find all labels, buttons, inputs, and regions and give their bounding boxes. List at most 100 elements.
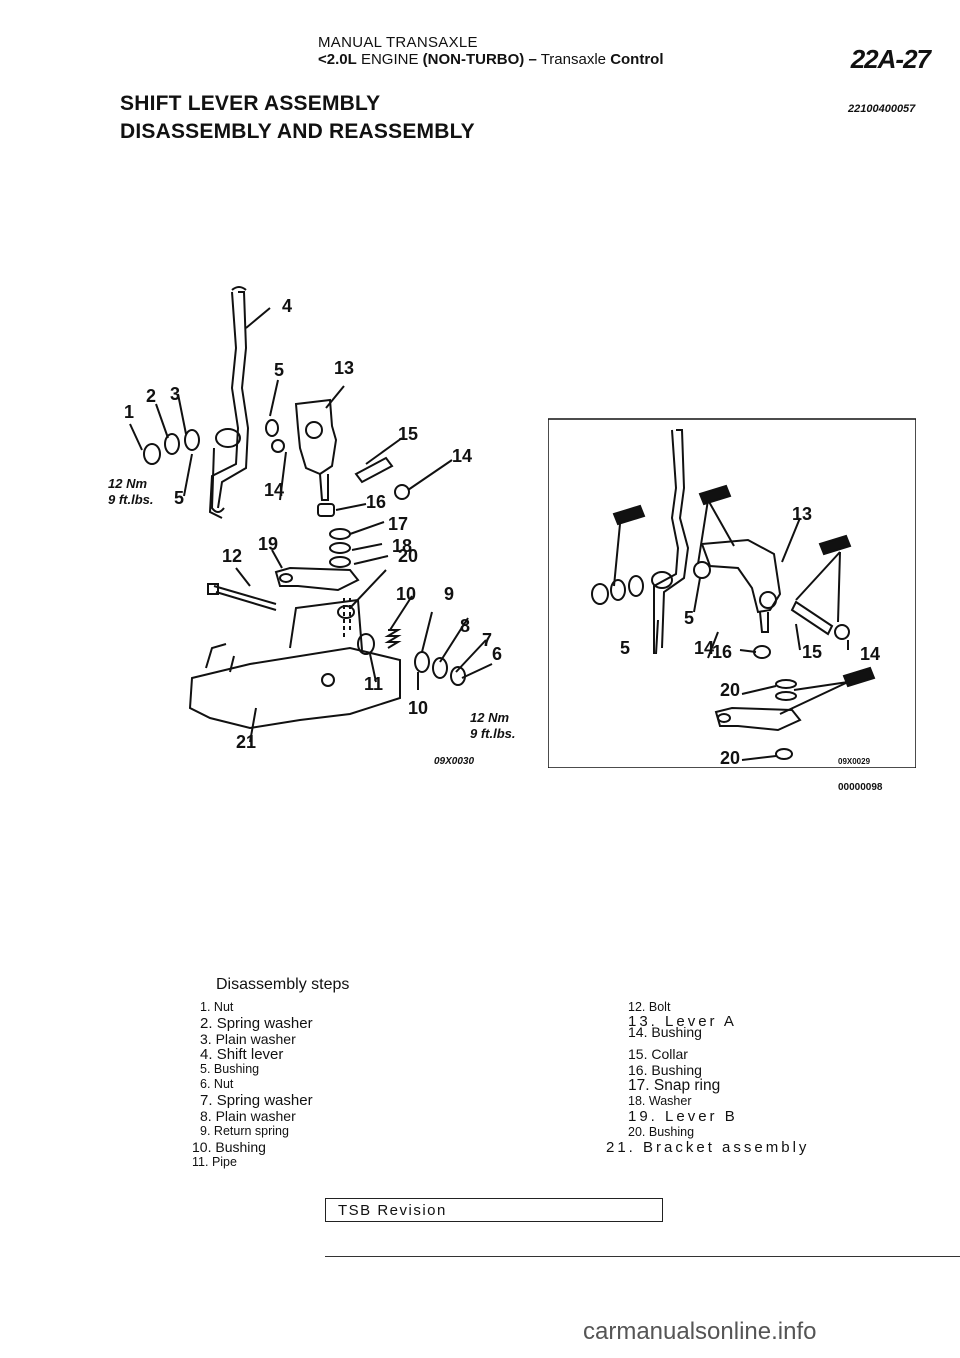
figure-code-left: 09X0030	[434, 756, 474, 767]
callout-14-left: 14	[264, 480, 284, 500]
exploded-diagram: 1 2 3 4 5 5 13 15 14 14 16 17 18 19 12 2…	[108, 286, 516, 767]
step-number: 5.	[200, 1062, 211, 1076]
step-text: Plain washer	[215, 1108, 296, 1124]
callout-4: 4	[282, 296, 292, 316]
page-subtitle: DISASSEMBLY AND REASSEMBLY	[120, 120, 475, 143]
torque-ftlbs-top: 9 ft.lbs.	[108, 492, 154, 507]
step-text: Snap ring	[653, 1077, 721, 1094]
step-text: Bushing	[213, 1062, 260, 1076]
step-number: 9.	[200, 1124, 211, 1138]
step-number: 3.	[200, 1031, 212, 1047]
callout-20: 20	[398, 546, 418, 566]
step-item: 8. Plain washer	[200, 1109, 296, 1123]
step-item: 10. Bushing	[192, 1140, 266, 1154]
step-number: 6.	[200, 1077, 211, 1091]
step-number: 20.	[628, 1125, 646, 1139]
step-number: 14.	[628, 1024, 648, 1040]
callout-12: 12	[222, 546, 242, 566]
step-item: 6. Nut	[200, 1078, 233, 1091]
step-text: Nut	[213, 1077, 234, 1091]
bottom-divider	[325, 1256, 960, 1257]
callout-r-14-right: 14	[860, 644, 880, 664]
step-number: 13.	[628, 1013, 658, 1030]
step-number: 10.	[192, 1139, 212, 1155]
step-number: 18.	[628, 1094, 646, 1108]
callout-21: 21	[236, 732, 256, 752]
step-item: 1. Nut	[200, 1001, 233, 1014]
assembly-diagram: 13 5 5 14 16 15 14 20 20 09X0029	[548, 418, 916, 768]
step-text: Return spring	[213, 1124, 289, 1138]
steps-title: Disassembly steps	[216, 976, 350, 993]
step-number: 1.	[200, 1000, 211, 1014]
section-label: Transaxle	[540, 51, 607, 68]
step-text: Spring washer	[216, 1015, 313, 1032]
step-text: Shift lever	[216, 1046, 284, 1063]
callout-15: 15	[398, 424, 418, 444]
step-number: 15.	[628, 1046, 648, 1062]
page-title: SHIFT LEVER ASSEMBLY	[120, 92, 381, 115]
callout-13: 13	[334, 358, 354, 378]
callout-5-top: 5	[274, 360, 284, 380]
callout-r-16: 16	[712, 642, 732, 662]
callout-r-15: 15	[802, 642, 822, 662]
callout-10-bottom: 10	[408, 698, 428, 718]
section-bold: Control	[610, 51, 664, 68]
step-text: Washer	[648, 1094, 692, 1108]
step-number: 17.	[628, 1077, 650, 1094]
step-number: 4.	[200, 1046, 213, 1063]
step-item: 7. Spring washer	[200, 1093, 313, 1108]
step-item: 19. Lever B	[628, 1109, 738, 1124]
callout-6: 6	[492, 644, 502, 664]
step-text: Bushing	[648, 1125, 695, 1139]
step-item: 16. Bushing	[628, 1063, 702, 1077]
header-subsection: <2.0L ENGINE (NON-TURBO) – Transaxle Con…	[318, 51, 664, 68]
step-item: 21. Bracket assembly	[606, 1140, 809, 1155]
callout-17: 17	[388, 514, 408, 534]
step-item: 17. Snap ring	[628, 1078, 720, 1094]
step-item: 4. Shift lever	[200, 1047, 283, 1062]
callout-19: 19	[258, 534, 278, 554]
step-item: 14. Bushing	[628, 1025, 702, 1039]
step-item: 5. Bushing	[200, 1063, 259, 1076]
step-text: Bushing	[215, 1139, 266, 1155]
callout-18: 18	[392, 536, 412, 556]
callout-11: 11	[364, 674, 383, 694]
engine-type: (NON-TURBO) –	[422, 51, 537, 68]
callout-9: 9	[444, 584, 454, 604]
callout-14-right: 14	[452, 446, 472, 466]
step-number: 2.	[200, 1015, 213, 1032]
step-number: 16.	[628, 1062, 648, 1078]
callout-r-5-left: 5	[620, 638, 630, 658]
step-item: 2. Spring washer	[200, 1016, 313, 1031]
step-number: 12.	[628, 1000, 646, 1014]
step-number: 21.	[606, 1139, 636, 1156]
step-text: Collar	[651, 1046, 688, 1062]
step-text: Nut	[213, 1000, 234, 1014]
figure-code-right: 09X0029	[838, 757, 871, 766]
ref-code: 00000098	[838, 782, 883, 793]
callout-8: 8	[460, 616, 470, 636]
step-item: 12. Bolt	[628, 1001, 670, 1014]
step-item: 3. Plain washer	[200, 1032, 296, 1046]
step-item: 9. Return spring	[200, 1125, 289, 1138]
torque-ftlbs-bottom: 9 ft.lbs.	[470, 726, 516, 741]
step-text: Pipe	[211, 1155, 237, 1169]
step-number: 8.	[200, 1108, 212, 1124]
step-text: Bolt	[648, 1000, 671, 1014]
callout-7: 7	[482, 630, 492, 650]
step-number: 19.	[628, 1108, 658, 1125]
callout-r-13: 13	[792, 504, 812, 524]
callout-r-14-mid: 14	[694, 638, 714, 658]
callout-r-5-mid: 5	[684, 608, 694, 628]
step-text: Bracket assembly	[643, 1139, 810, 1156]
callout-16: 16	[366, 492, 386, 512]
step-item: 11. Pipe	[192, 1156, 237, 1169]
callout-5-left: 5	[174, 488, 184, 508]
step-item: 15. Collar	[628, 1047, 688, 1061]
callout-3: 3	[170, 384, 180, 404]
callout-r-20-bottom: 20	[720, 748, 740, 768]
engine-prefix: <2.0L	[318, 51, 357, 68]
callout-10-top: 10	[396, 584, 416, 604]
callout-2: 2	[146, 386, 156, 406]
step-item: 18. Washer	[628, 1095, 691, 1108]
